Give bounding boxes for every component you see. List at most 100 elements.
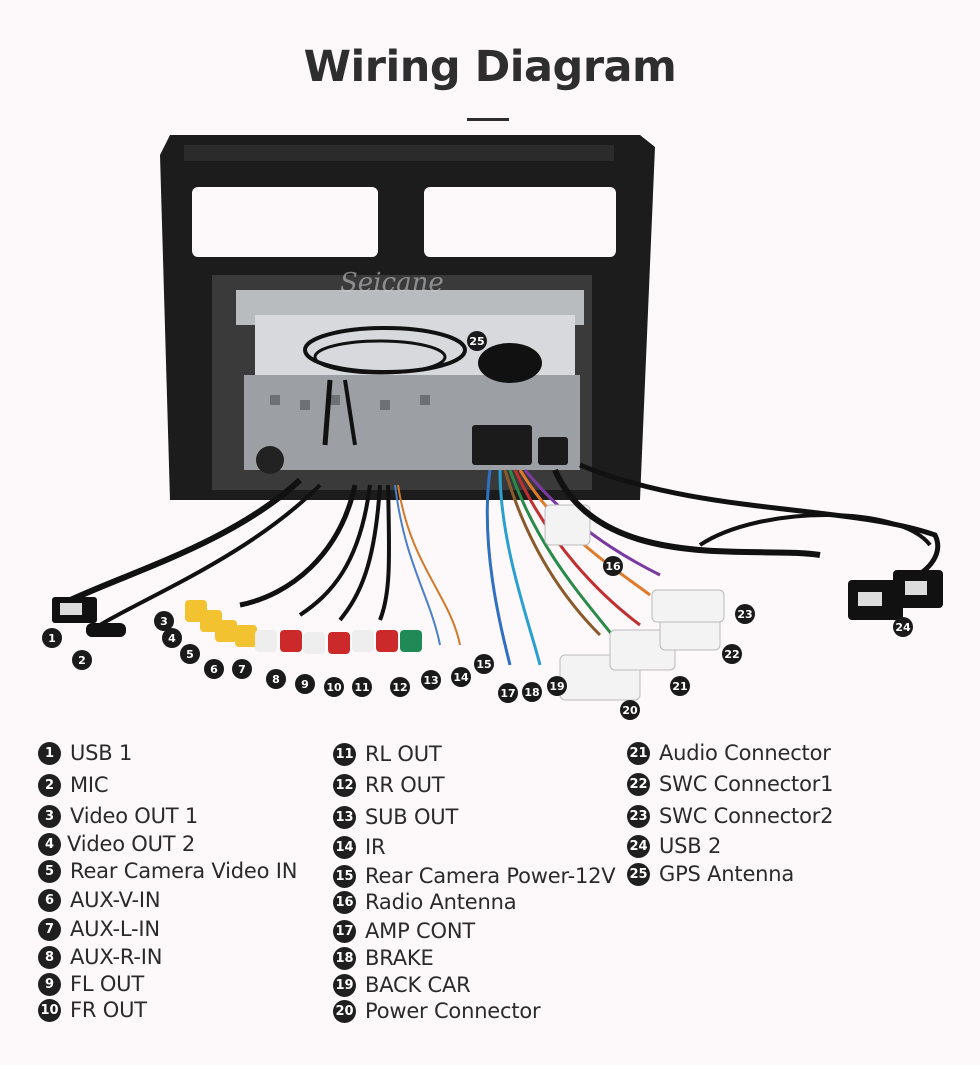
legend-label: RL OUT [365,742,442,766]
legend-number: 18 [333,946,356,970]
legend-label: AUX-V-IN [70,888,161,912]
legend-item: 9 FL OUT [38,972,144,996]
callout-23: 23 [735,604,755,624]
legend-item: 16 Radio Antenna [333,890,517,914]
legend-item: 17 AMP CONT [333,919,475,943]
callout-18: 18 [522,682,542,702]
callout-22: 22 [722,644,742,664]
legend-item: 12 RR OUT [333,773,445,797]
legend-label: USB 1 [70,741,133,765]
legend-number: 8 [38,945,61,969]
callout-9: 9 [295,674,315,694]
legend-number: 16 [333,890,356,914]
legend-number: 7 [38,917,61,941]
legend-number: 15 [333,864,356,888]
legend-item: 19 BACK CAR [333,973,471,997]
callout-5: 5 [180,644,200,664]
callout-24: 24 [893,617,913,637]
legend-number: 25 [627,862,650,886]
legend-number: 10 [38,998,61,1022]
legend-label: Video OUT 2 [67,832,196,856]
callout-17: 17 [498,683,518,703]
callout-12: 12 [390,677,410,697]
legend-item: 7 AUX-L-IN [38,917,160,941]
legend-label: IR [365,835,386,859]
legend-number: 4 [38,832,61,856]
legend-label: SUB OUT [365,805,459,829]
callout-2: 2 [72,650,92,670]
legend-number: 5 [38,859,61,883]
legend-item: 11 RL OUT [333,742,442,766]
legend-number: 9 [38,972,61,996]
legend-item: 25 GPS Antenna [627,862,794,886]
legend-item: 10 FR OUT [38,998,147,1022]
callout-7: 7 [232,659,252,679]
legend-label: Video OUT 1 [70,804,199,828]
callout-1: 1 [42,628,62,648]
legend-item: 21 Audio Connector [627,741,831,765]
legend-item: 18 BRAKE [333,946,434,970]
legend-item: 3 Video OUT 1 [38,804,198,828]
callout-6: 6 [204,659,224,679]
callout-20: 20 [620,700,640,720]
callout-16: 16 [603,556,623,576]
callout-11: 11 [352,677,372,697]
legend-item: 8 AUX-R-IN [38,945,162,969]
callout-3: 3 [154,611,174,631]
legend-label: GPS Antenna [659,862,795,886]
legend-number: 19 [333,973,356,997]
legend-number: 14 [333,835,356,859]
legend-number: 2 [38,773,61,797]
callout-4: 4 [162,628,182,648]
legend-number: 21 [627,741,650,765]
callout-14: 14 [451,667,471,687]
callout-8: 8 [266,669,286,689]
legend-number: 1 [38,741,61,765]
legend-number: 11 [333,742,356,766]
callout-21: 21 [670,676,690,696]
legend-label: Rear Camera Power-12V [365,864,616,888]
legend-item: 1 USB 1 [38,741,132,765]
legend-item: 13 SUB OUT [333,805,458,829]
legend-label: AMP CONT [365,919,475,943]
legend-item: 5 Rear Camera Video IN [38,859,297,883]
legend-label: RR OUT [365,773,445,797]
legend-number: 23 [627,804,650,828]
legend-number: 6 [38,888,61,912]
legend-label: SWC Connector1 [659,772,834,796]
legend-item: 14 IR [333,835,386,859]
legend-label: FR OUT [70,998,147,1022]
callout-19: 19 [547,676,567,696]
legend-label: USB 2 [659,834,722,858]
legend-label: Radio Antenna [365,890,517,914]
legend-item: 23 SWC Connector2 [627,804,834,828]
callout-15: 15 [474,654,494,674]
legend-number: 12 [333,773,356,797]
legend-label: Rear Camera Video IN [70,859,298,883]
legend-label: Power Connector [365,999,541,1023]
wiring-illustration [52,135,943,701]
callout-10: 10 [324,677,344,697]
legend-item: 6 AUX-V-IN [38,888,161,912]
watermark: Seicane [340,268,444,298]
legend-item: 22 SWC Connector1 [627,772,834,796]
legend-number: 22 [627,772,650,796]
legend-label: MIC [70,773,109,797]
legend-number: 3 [38,804,61,828]
legend-label: AUX-R-IN [70,945,163,969]
legend-item: 2 MIC [38,773,109,797]
legend-label: AUX-L-IN [70,917,160,941]
legend-item: 15 Rear Camera Power-12V [333,864,616,888]
legend-label: BACK CAR [365,973,471,997]
title-underline [467,118,509,121]
legend-label: BRAKE [365,946,434,970]
callout-25: 25 [467,331,487,351]
page-title: Wiring Diagram [303,42,677,92]
legend-label: FL OUT [70,972,144,996]
legend-label: Audio Connector [659,741,831,765]
legend-number: 13 [333,805,356,829]
legend-number: 17 [333,919,356,943]
legend-label: SWC Connector2 [659,804,834,828]
